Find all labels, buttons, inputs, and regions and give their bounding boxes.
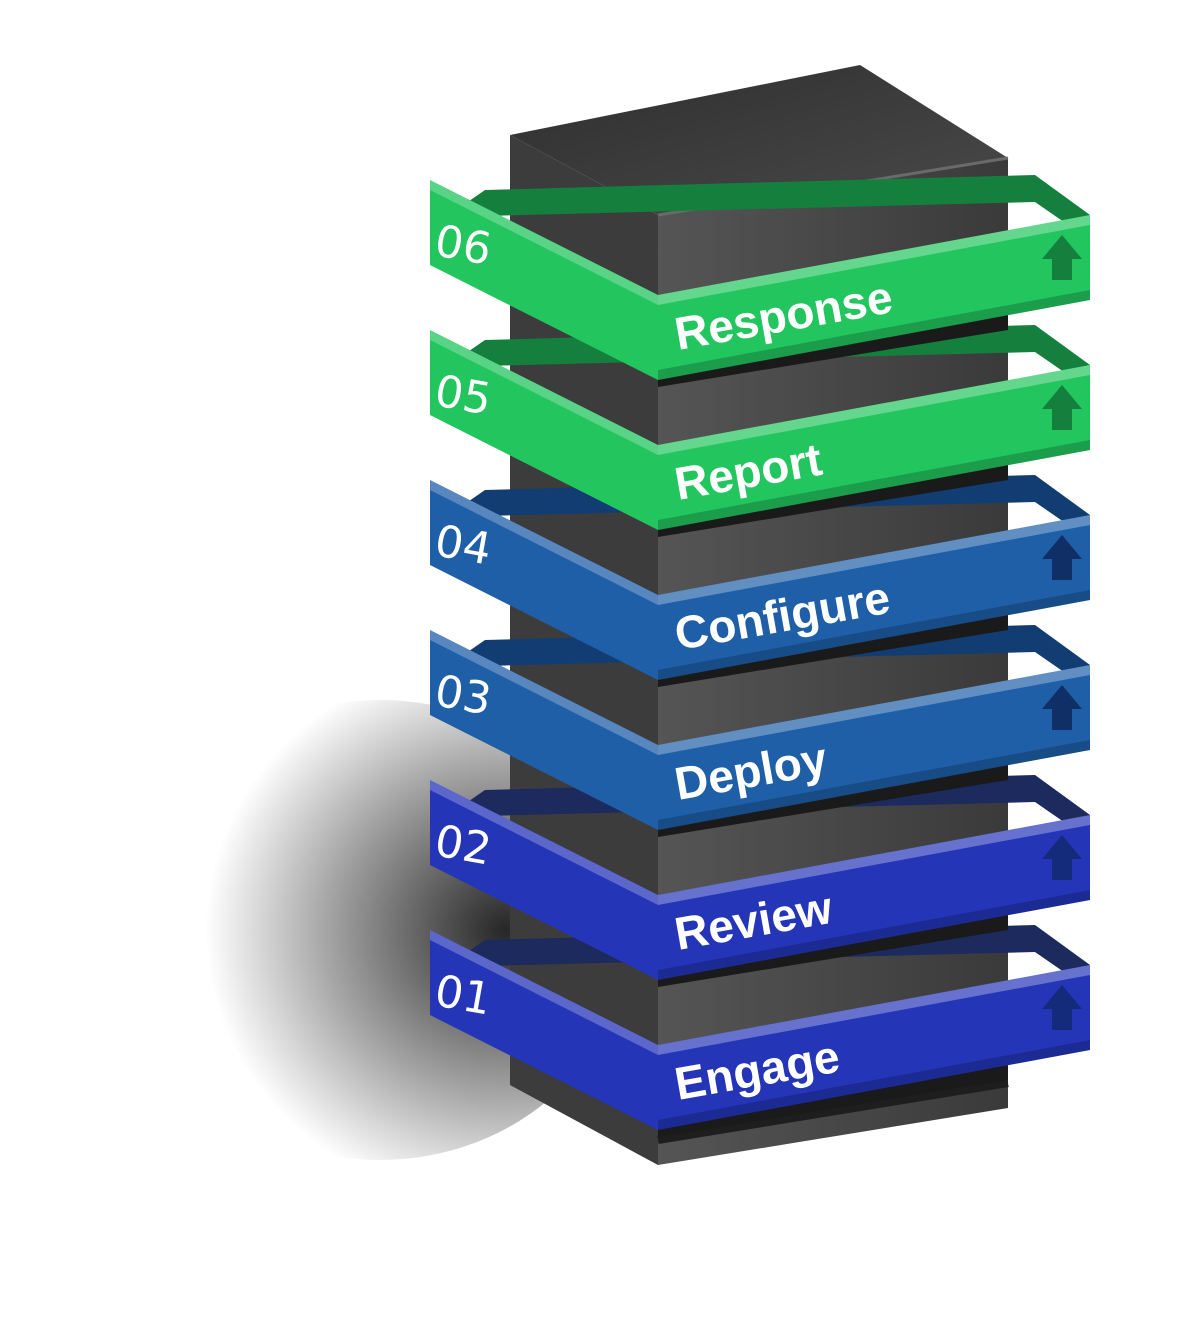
layer-number: 05 bbox=[431, 366, 495, 426]
layer-number: 01 bbox=[431, 966, 495, 1026]
layer-number: 06 bbox=[431, 216, 495, 276]
layer-number: 03 bbox=[431, 666, 495, 726]
layer-number: 02 bbox=[431, 816, 495, 876]
layer-number: 04 bbox=[431, 516, 495, 576]
